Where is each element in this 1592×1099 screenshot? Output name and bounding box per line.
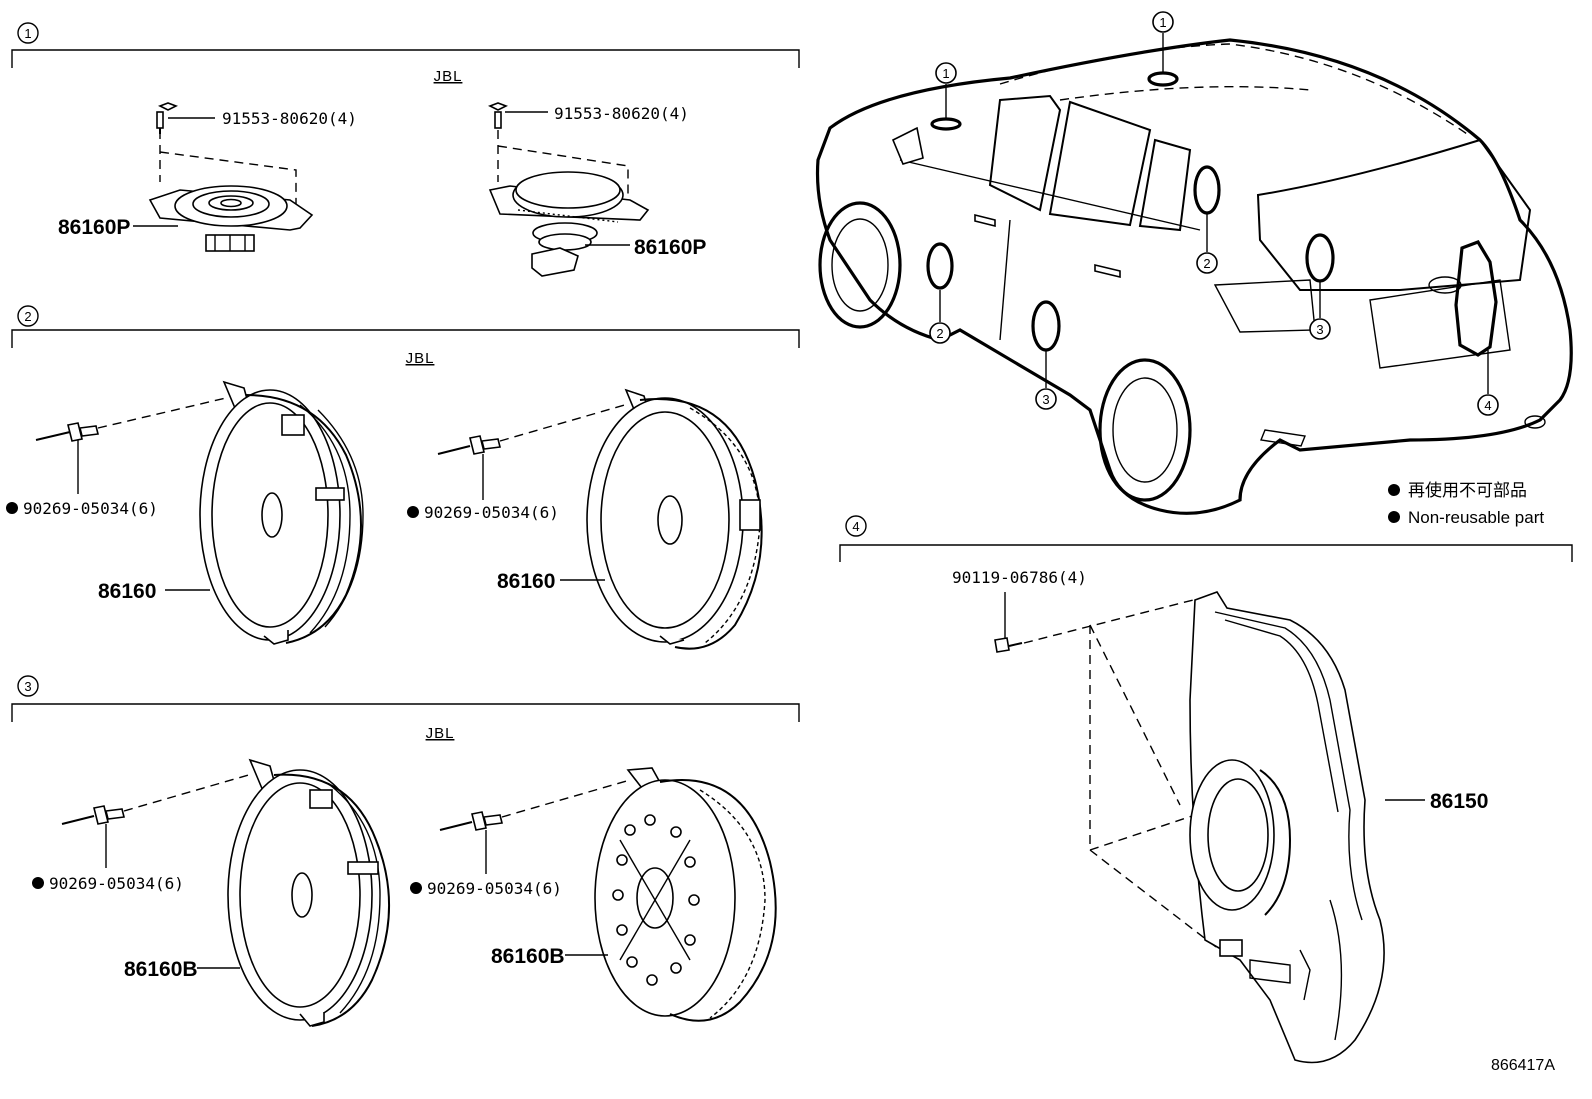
group-1-number: 1	[24, 26, 31, 41]
speaker-g2-right-illustration	[586, 388, 763, 650]
rivet-g2-right	[437, 403, 629, 455]
diagram-code: 866417A	[1491, 1057, 1555, 1074]
group-2-bracket	[11, 329, 800, 348]
label-g2-right-rivet: 90269-05034(6)	[424, 503, 559, 522]
rivet-g2-left	[35, 397, 227, 442]
group-3-bracket	[11, 703, 800, 722]
group-3-number: 3	[24, 679, 31, 694]
location-ring-1b	[1147, 71, 1179, 87]
label-g2-right-part: 86160	[497, 570, 555, 593]
vehicle-marker-2a-text: 2	[936, 326, 943, 341]
vehicle-marker-3b	[1309, 318, 1331, 340]
legend-japanese: 再使用不可部品	[1408, 480, 1527, 500]
non-reusable-dot-g2-left	[6, 502, 18, 514]
legend: 再使用不可部品 Non-reusable part	[1388, 480, 1544, 527]
label-g3-left-part: 86160B	[124, 958, 198, 981]
vehicle-marker-4-text: 4	[1484, 398, 1491, 413]
non-reusable-dot-g3-right	[410, 882, 422, 894]
label-g1-left-screw: 91553-80620(4)	[222, 109, 357, 128]
vehicle-marker-3b-text: 3	[1316, 322, 1323, 337]
label-g3-right-rivet: 90269-05034(6)	[427, 879, 562, 898]
vehicle-marker-2b	[1196, 252, 1218, 274]
location-ring-2b	[1193, 165, 1221, 215]
vehicle-illustration: 1 1 2 2 3 3 4	[815, 11, 1573, 515]
label-g3-left-rivet: 90269-05034(6)	[49, 874, 184, 893]
location-ring-3b	[1305, 233, 1335, 283]
group-2-number-circle	[17, 305, 39, 327]
location-ring-2a	[926, 242, 954, 290]
label-g1-right-part: 86160P	[634, 236, 706, 259]
non-reusable-dot-g2-right	[407, 506, 419, 518]
group-4-number: 4	[852, 519, 859, 534]
group-2-number: 2	[24, 309, 31, 324]
group-3: 3 JBL 90269-05034(6) 86160B	[11, 675, 800, 1027]
subwoofer-illustration	[1189, 591, 1385, 1064]
speaker-g3-right-illustration	[594, 767, 777, 1022]
group-2: 2 JBL 90269-05034(6) 86160	[6, 305, 800, 650]
label-g4-screw: 90119-06786(4)	[952, 568, 1087, 587]
tweeter-right-illustration	[488, 102, 650, 277]
vehicle-marker-2b-text: 2	[1203, 256, 1210, 271]
rivet-g3-right	[439, 779, 631, 831]
location-subwoofer-outline	[1454, 240, 1498, 357]
group-4-bracket	[839, 544, 1573, 562]
vehicle-marker-2a	[929, 322, 951, 344]
label-g1-left-part: 86160P	[58, 216, 130, 239]
vehicle-marker-1a-text: 1	[942, 66, 949, 81]
location-ring-3a	[1031, 300, 1061, 352]
group-1-brand: JBL	[434, 68, 463, 85]
vehicle-marker-1b	[1152, 11, 1174, 33]
group-4-number-circle	[845, 515, 867, 537]
vehicle-marker-3a	[1035, 388, 1057, 410]
group-1-number-circle	[17, 22, 39, 44]
speaker-g2-left-illustration	[199, 380, 364, 645]
legend-english: Non-reusable part	[1408, 508, 1544, 527]
label-g3-right-part: 86160B	[491, 945, 565, 968]
rivet-g3-left	[61, 773, 253, 825]
legend-dot-jp	[1388, 484, 1400, 496]
non-reusable-dot-g3-left	[32, 877, 44, 889]
group-1-bracket	[11, 49, 800, 68]
label-g2-left-rivet: 90269-05034(6)	[23, 499, 158, 518]
tweeter-left-illustration	[148, 102, 314, 252]
group-3-brand: JBL	[426, 725, 455, 742]
vehicle-marker-4	[1477, 394, 1499, 416]
speaker-g3-left-illustration	[227, 758, 391, 1027]
screw-g4	[994, 637, 1023, 653]
label-g4-part: 86150	[1430, 790, 1488, 813]
label-g2-left-part: 86160	[98, 580, 156, 603]
legend-dot-en	[1388, 511, 1400, 523]
vehicle-marker-1a	[935, 62, 957, 84]
group-2-brand: JBL	[406, 350, 435, 367]
label-g1-right-screw: 91553-80620(4)	[554, 104, 689, 123]
vehicle-marker-3a-text: 3	[1042, 392, 1049, 407]
group-3-number-circle	[17, 675, 39, 697]
group-4: 4 90119-06786(4) 86150	[839, 515, 1573, 1064]
group-1: 1 JBL 91553-80620(4) 86160P	[11, 22, 800, 277]
vehicle-marker-1b-text: 1	[1159, 15, 1166, 30]
location-ring-1a	[930, 117, 962, 131]
